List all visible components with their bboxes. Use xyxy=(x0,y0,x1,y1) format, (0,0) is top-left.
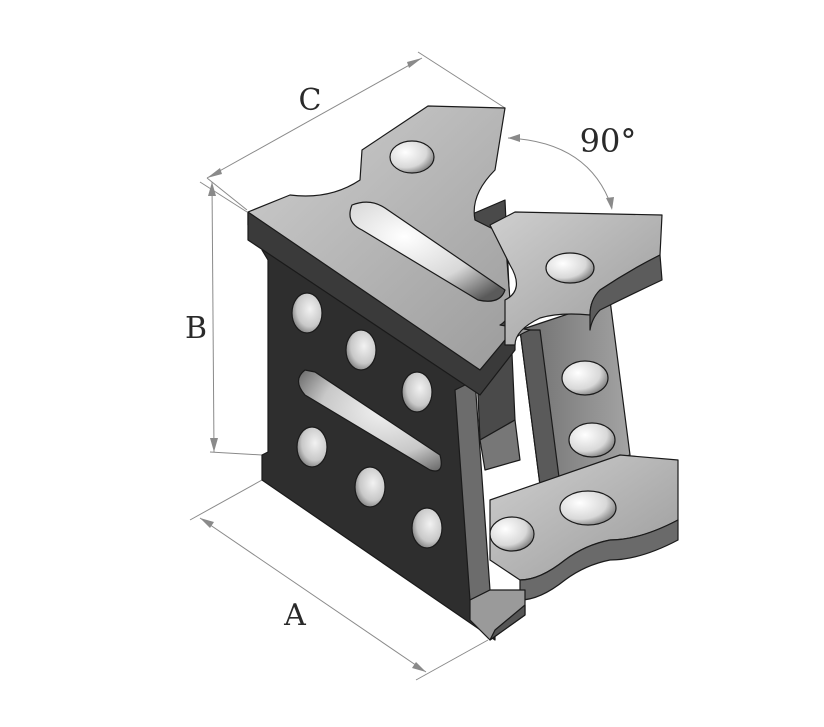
top-slot xyxy=(349,201,506,302)
web-hole xyxy=(568,422,616,458)
front-hole xyxy=(291,292,323,334)
dimension-a xyxy=(189,479,489,681)
right-top-plate xyxy=(489,211,663,346)
front-hole xyxy=(296,426,328,468)
web-hole xyxy=(561,360,609,396)
dimension-c-label: C xyxy=(299,83,322,118)
dimension-angle xyxy=(507,134,614,210)
front-hole xyxy=(345,329,377,371)
front-face xyxy=(261,224,496,641)
top-hole xyxy=(389,140,435,174)
dimension-a-label: A xyxy=(283,598,306,633)
dimension-b xyxy=(199,181,263,456)
front-rib xyxy=(454,379,526,641)
bottom-plate xyxy=(489,454,679,601)
right-top-hole xyxy=(545,252,595,284)
front-hole xyxy=(354,466,386,508)
front-slot xyxy=(297,369,442,472)
top-plate xyxy=(247,105,531,396)
dimension-c xyxy=(206,51,506,211)
bottom-hole xyxy=(489,516,535,552)
dimension-b-label: B xyxy=(185,311,207,346)
front-hole xyxy=(411,507,443,549)
bottom-hole xyxy=(559,490,617,526)
front-hole xyxy=(401,371,433,413)
right-web xyxy=(519,299,631,486)
angle-label: 90° xyxy=(580,122,637,160)
